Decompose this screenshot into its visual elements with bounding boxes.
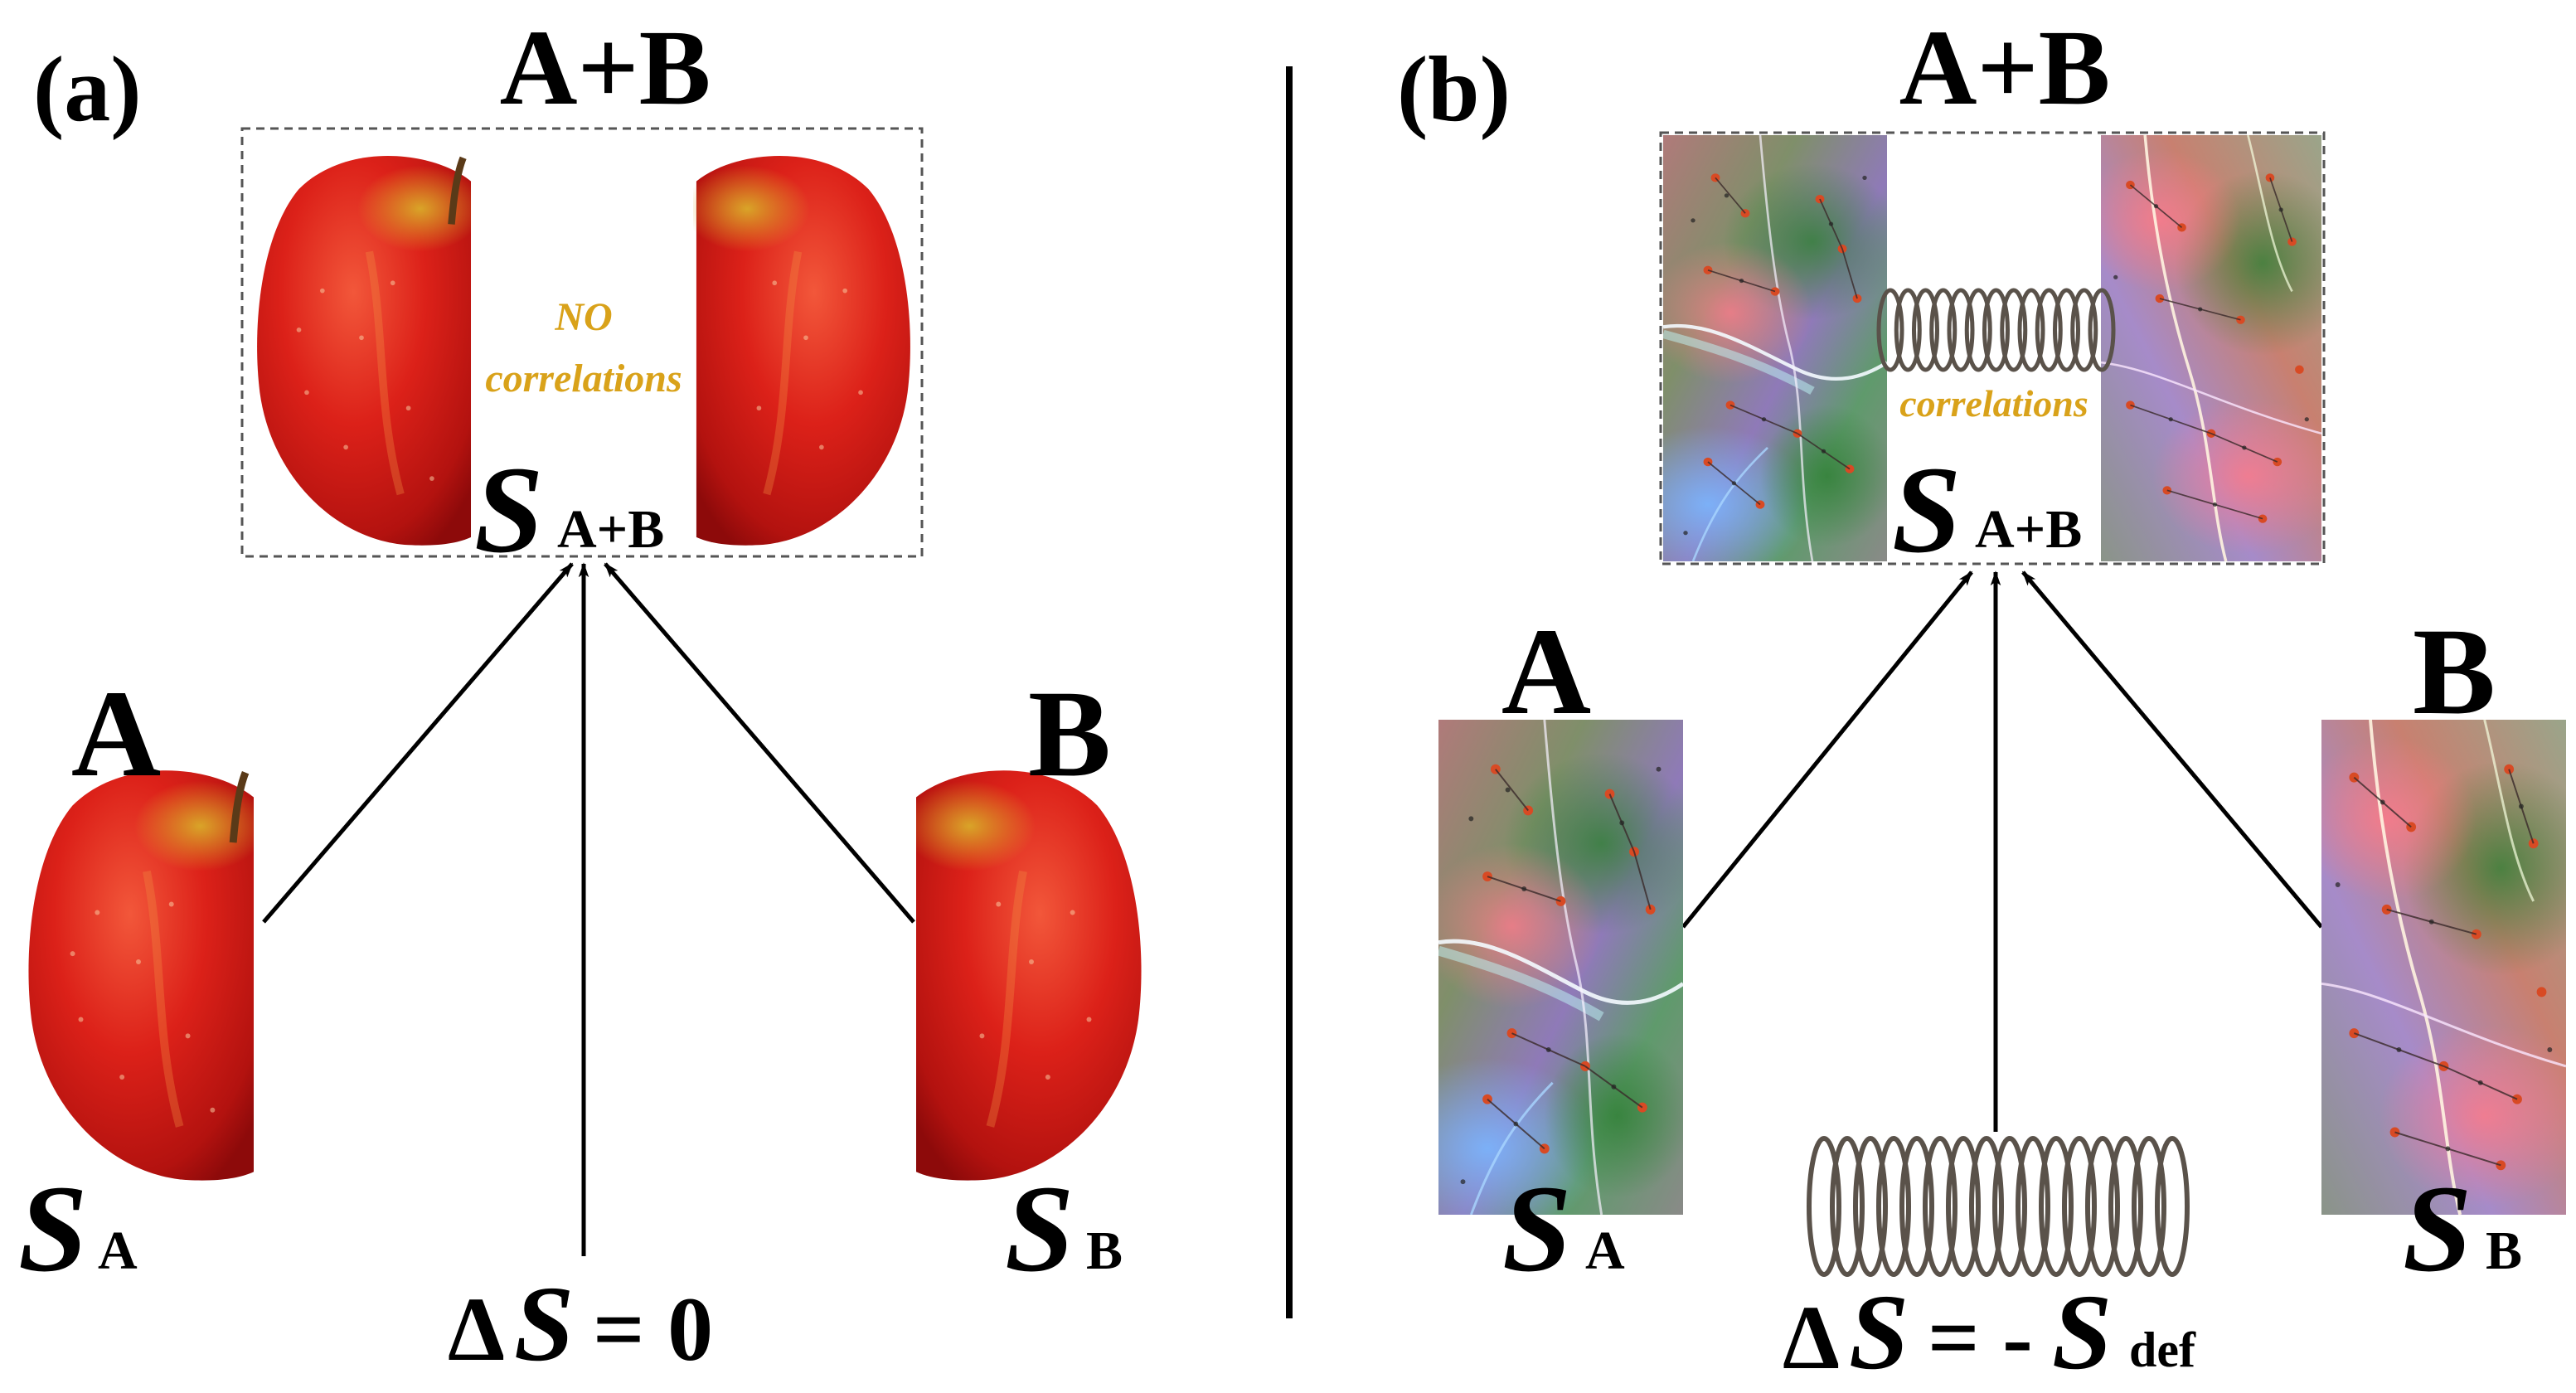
panel-b-delta-rhs-subscript: def	[2129, 1323, 2196, 1377]
panel-b-delta-rhs: = -	[1928, 1287, 2033, 1388]
panel-b-right-entropy-subscript: B	[2486, 1221, 2522, 1281]
spring-coil	[1929, 288, 1957, 372]
spring-coil	[2062, 1136, 2097, 1277]
panel-b-left-label: A	[1501, 603, 1591, 740]
panel-a-right-entropy-subscript: B	[1086, 1221, 1123, 1281]
panel-a-top-label: A+B	[500, 8, 711, 128]
spring-coil	[2085, 1136, 2120, 1277]
spring-icon	[1807, 1136, 2190, 1277]
spring-coil	[1982, 288, 2010, 372]
panel-b-sum-entropy-symbol: S	[1892, 441, 1961, 579]
panel-a-combined-box	[240, 127, 924, 558]
apple-half-icon	[904, 770, 1141, 1180]
spring-coil	[2088, 288, 2116, 372]
panel-a-left-entropy-symbol: S	[18, 1160, 87, 1298]
panel-a-left-label: A	[71, 665, 161, 803]
arrow-a-to-sum	[1681, 570, 1973, 929]
spring-coil	[1946, 1136, 1981, 1277]
panel-b: (b) A+B correlations S A+B A B S A S B Δ…	[1397, 8, 2566, 1392]
spring-coil	[1969, 1136, 2004, 1277]
panel-b-delta-rhs-symbol: S	[2052, 1273, 2112, 1392]
panel-b-delta-symbol: S	[1849, 1273, 1909, 1392]
panel-b-combined-box	[1659, 131, 2326, 565]
panel-b-tag: (b)	[1397, 38, 1511, 141]
panel-a-delta-prefix: Δ	[448, 1279, 505, 1380]
panel-b-left-entropy-symbol: S	[1502, 1160, 1571, 1298]
panel-b-right-entropy-symbol: S	[2403, 1160, 2472, 1298]
spring-coil	[2070, 288, 2098, 372]
spring-coil	[2155, 1136, 2190, 1277]
panel-a-sum-entropy-symbol: S	[474, 441, 543, 579]
spring-coil	[2132, 1136, 2166, 1277]
spring-coil	[1964, 288, 1992, 372]
molecular-network-texture	[1603, 135, 1902, 583]
spring-coil	[1853, 1136, 1888, 1277]
spring-coil	[1876, 288, 1904, 372]
arrow-a-to-sum	[262, 562, 574, 924]
spring-coil	[2053, 288, 2080, 372]
panel-a-sum-entropy-subscript: A+B	[557, 499, 664, 560]
spring-coil	[2017, 288, 2045, 372]
arrow-b-to-sum	[2021, 570, 2323, 929]
spring-icon	[1876, 288, 2116, 372]
panel-a-delta-rhs: = 0	[593, 1279, 713, 1380]
panel-a-correlations-label: correlations	[485, 357, 682, 400]
apple-half-icon	[257, 156, 483, 546]
apple-half-icon	[28, 770, 265, 1180]
spring-coil	[2016, 1136, 2050, 1277]
panel-a-delta-symbol: S	[514, 1264, 574, 1384]
panel-a-left-entropy-subscript: A	[98, 1221, 138, 1281]
spring-coil	[1923, 1136, 1957, 1277]
arrow-b-to-sum	[604, 562, 915, 924]
spring-coil	[1947, 288, 1975, 372]
spring-coil	[2108, 1136, 2143, 1277]
panel-b-top-label: A+B	[1899, 8, 2111, 128]
spring-coil	[2000, 288, 2028, 372]
panel-b-delta-prefix: Δ	[1783, 1287, 1840, 1388]
spring-coil	[1899, 1136, 1934, 1277]
spring-coil	[1830, 1136, 1865, 1277]
molecular-network-texture	[2101, 135, 2321, 561]
panel-b-sum-entropy-subscript: A+B	[1975, 499, 2082, 560]
apple-half-icon	[685, 156, 910, 546]
panel-b-right-label: B	[2413, 603, 2496, 740]
spring-coil	[1992, 1136, 2027, 1277]
spring-coil	[2039, 1136, 2074, 1277]
panel-b-left-entropy-subscript: A	[1585, 1221, 1625, 1281]
spring-coil	[1894, 288, 1922, 372]
panel-a: (a) A+B NO correlations S A+B A B S A S …	[18, 8, 1142, 1384]
panel-a-right-entropy-symbol: S	[1005, 1160, 1074, 1298]
spring-coil	[2035, 288, 2063, 372]
spring-coil	[1807, 1136, 1841, 1277]
panel-a-no-label: NO	[554, 295, 612, 339]
panel-a-tag: (a)	[33, 38, 142, 141]
spring-coil	[1876, 1136, 1911, 1277]
panel-a-right-label: B	[1028, 665, 1111, 803]
panel-b-correlations-label: correlations	[1899, 382, 2088, 425]
spring-coil	[1912, 288, 1939, 372]
molecular-network-texture	[2321, 720, 2566, 1215]
